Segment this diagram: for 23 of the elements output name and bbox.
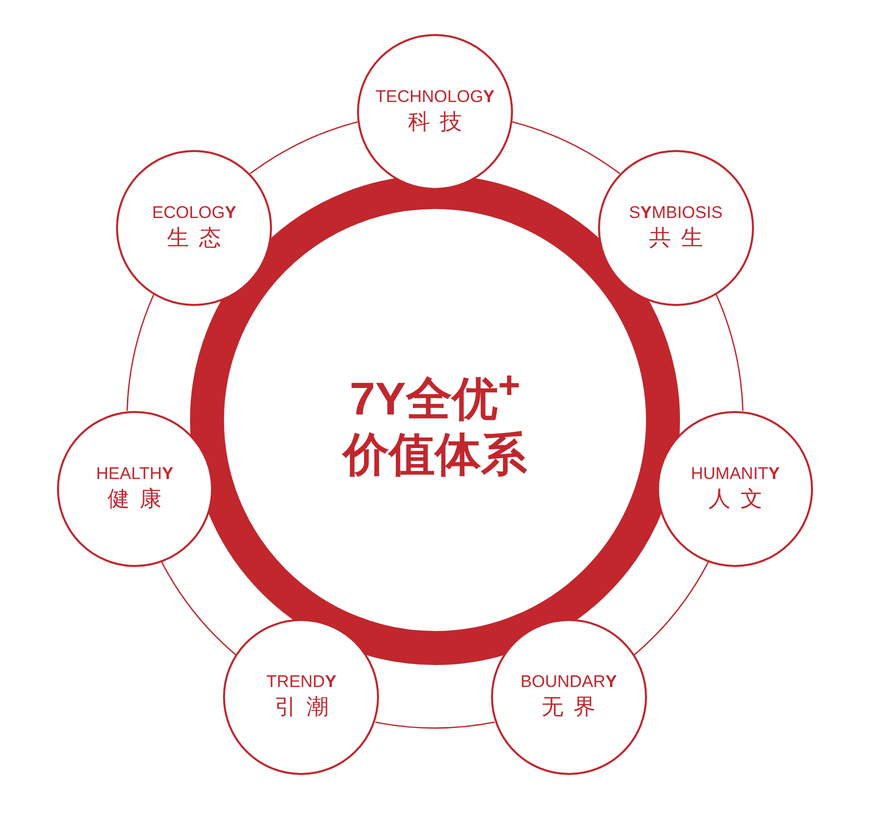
ring-arc [716, 294, 744, 411]
english-label: ECOLOGY [152, 202, 236, 224]
english-label: HEALTHY [96, 462, 174, 485]
english-label: TRENDY [266, 671, 336, 694]
center-title: 价值体系 [343, 427, 527, 482]
chinese-label: 无界 [540, 694, 606, 722]
chinese-label: 生态 [166, 224, 232, 253]
ring-arc [126, 294, 154, 411]
english-label: TECHNOLOGY [375, 86, 495, 108]
ring-arc [375, 722, 495, 729]
ring-arc [161, 561, 236, 656]
english-label: HUMANITY [690, 462, 780, 485]
ring-arc [512, 121, 620, 174]
chinese-label: 健康 [106, 486, 172, 514]
chinese-label: 人文 [707, 486, 772, 514]
english-label: BOUNDARY [520, 671, 617, 694]
chinese-label: 引潮 [273, 694, 338, 722]
chinese-label: 共生 [648, 224, 713, 253]
english-label: SYMBIOSIS [629, 202, 723, 224]
chinese-label: 科技 [407, 109, 472, 137]
center-title: 7Y全优$^{+}$ [350, 362, 520, 426]
ring-arc [250, 121, 358, 174]
ring-arc [634, 561, 709, 656]
